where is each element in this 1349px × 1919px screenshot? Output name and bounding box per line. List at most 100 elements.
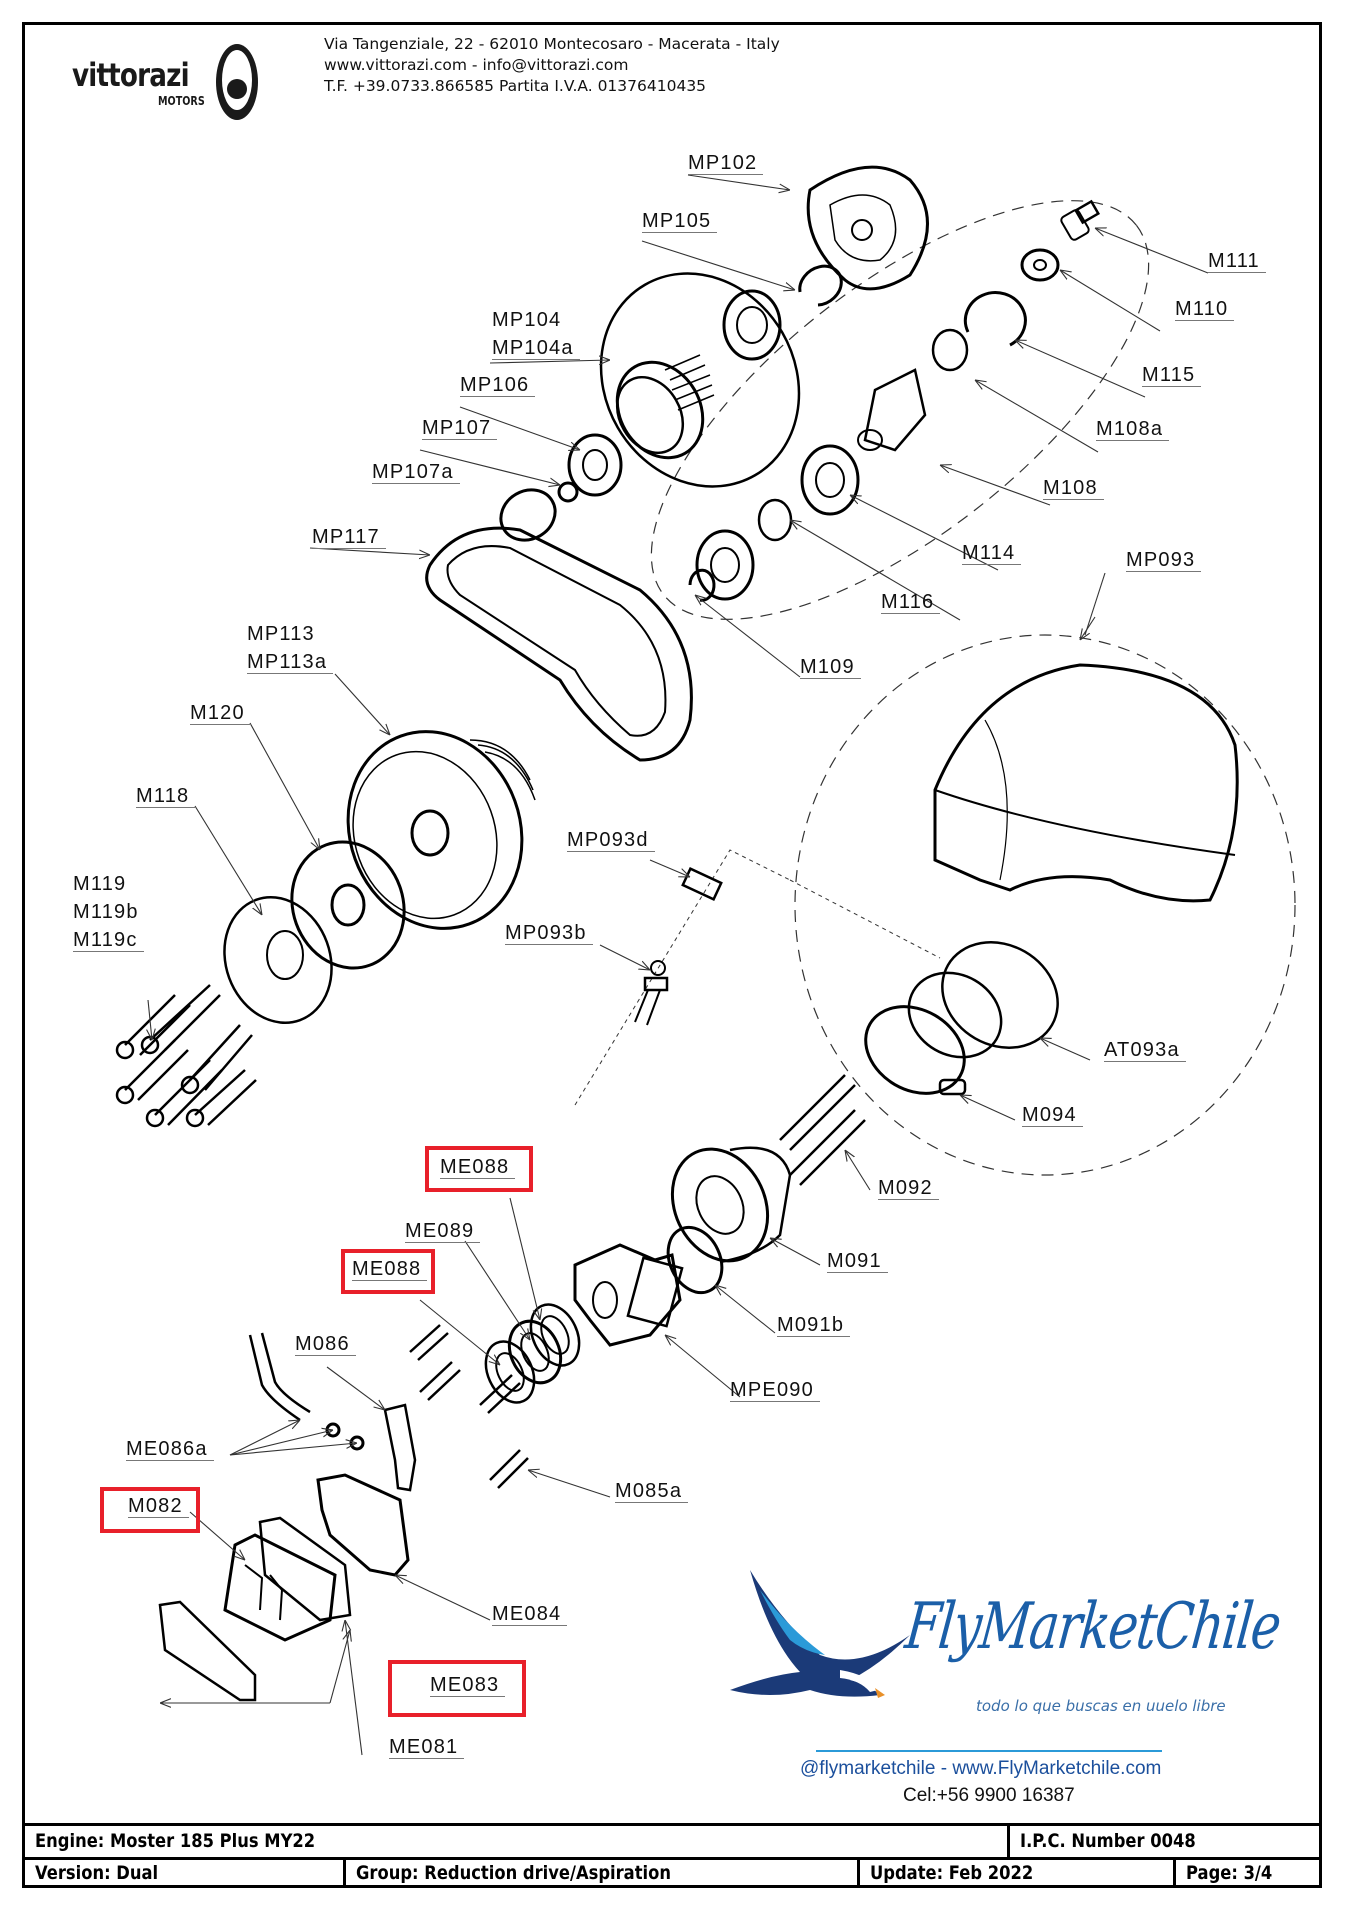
label-mp107: MP107 xyxy=(422,417,498,440)
label-mp113a: MP113a xyxy=(247,651,334,674)
contact-line: www.vittorazi.com - info@vittorazi.com xyxy=(324,56,629,74)
part-mp106-bearing xyxy=(567,433,623,497)
company-address: Via Tangenziale, 22 - 62010 Montecosaro … xyxy=(324,34,780,97)
part-mp107-circlip xyxy=(557,481,579,503)
part-mp105-circlip xyxy=(798,264,843,307)
label-m109: M109 xyxy=(800,656,861,679)
part-m086-bracket xyxy=(383,1403,417,1492)
vittorazi-logo: vittorazi MOTORS xyxy=(72,42,272,120)
tax-line: T.F. +39.0733.866585 Partita I.V.A. 0137… xyxy=(324,77,707,95)
part-mp113-pulley xyxy=(346,730,536,930)
part-bearing-lower xyxy=(695,529,755,601)
update-text: Update: Feb 2022 xyxy=(870,1862,1034,1884)
label-mp113: MP113 xyxy=(247,623,315,645)
part-me081-gasket xyxy=(158,1600,257,1702)
label-m091: M091 xyxy=(827,1250,888,1273)
label-mp107a: MP107a xyxy=(372,461,460,484)
label-me086a: ME086a xyxy=(126,1438,214,1461)
part-m085a-screws xyxy=(409,1324,529,1489)
engine-text: Engine: Moster 185 Plus MY22 xyxy=(35,1830,316,1852)
ipc-number-cell: I.P.C. Number 0048 xyxy=(1007,1826,1319,1857)
part-me083-plate xyxy=(258,1516,352,1622)
label-me081: ME081 xyxy=(389,1736,465,1759)
part-m119-screws xyxy=(115,984,257,1128)
part-mp093b-stud xyxy=(634,960,669,1026)
watermark-tagline: todo lo que buscas en uuelo libre xyxy=(976,1697,1226,1715)
label-mp104: MP104 xyxy=(492,309,562,331)
label-me083: ME083 xyxy=(430,1674,506,1697)
part-mp117-belt xyxy=(425,526,693,762)
label-m091b: M091b xyxy=(777,1314,851,1337)
address-line: Via Tangenziale, 22 - 62010 Montecosaro … xyxy=(324,35,780,53)
highlight-box-me088-lower xyxy=(341,1249,435,1294)
part-at093a-adapter xyxy=(907,941,1059,1059)
part-m091b-oring xyxy=(666,1225,724,1295)
eagle-logo-icon xyxy=(730,1570,910,1698)
part-mp093d-bushing xyxy=(681,866,723,902)
part-mp104-drum xyxy=(599,272,801,488)
label-m114: M114 xyxy=(962,542,1022,565)
highlight-box-m082 xyxy=(100,1487,200,1533)
airbox-axis-line xyxy=(574,849,791,1106)
part-m108a-ring xyxy=(931,328,969,372)
group-cell: Group: Reduction drive/Aspiration xyxy=(343,1858,857,1888)
label-mp105: MP105 xyxy=(642,210,718,233)
label-m108: M108 xyxy=(1043,477,1104,500)
highlight-box-me083 xyxy=(388,1660,526,1717)
highlight-box-me088-upper xyxy=(425,1146,533,1192)
label-me088-lower: ME088 xyxy=(352,1258,428,1281)
label-m110: M110 xyxy=(1175,298,1235,321)
label-mp117: MP117 xyxy=(312,526,386,549)
label-m111: M111 xyxy=(1208,250,1266,273)
label-m108a: M108a xyxy=(1096,418,1170,441)
part-m108-shaft xyxy=(857,368,927,452)
label-m094: M094 xyxy=(1022,1104,1083,1127)
label-mp106: MP106 xyxy=(460,374,536,397)
airbox-group-outline xyxy=(794,634,1296,1176)
label-me088-upper: ME088 xyxy=(440,1156,516,1179)
watermark-brand: FlyMarketChile xyxy=(901,1590,1284,1664)
title-block-row-2: Version: Dual Group: Reduction drive/Asp… xyxy=(25,1858,1319,1888)
part-me084-manifold xyxy=(316,1473,410,1577)
vittorazi-emblem-icon xyxy=(216,44,258,120)
label-m085a: M085a xyxy=(615,1480,689,1503)
label-me084: ME084 xyxy=(492,1603,568,1626)
leader-lines xyxy=(148,174,1209,1756)
label-m119c: M119c xyxy=(73,929,144,952)
label-m115: M115 xyxy=(1142,364,1202,387)
part-mp107a-ring xyxy=(499,488,557,542)
part-m109-circlip xyxy=(688,568,716,602)
part-m092-screws xyxy=(779,1074,866,1186)
group-text: Group: Reduction drive/Aspiration xyxy=(356,1862,671,1884)
label-m119: M119 xyxy=(73,873,127,895)
part-me088-gasket-lower xyxy=(484,1340,536,1404)
title-block-row-1: Engine: Moster 185 Plus MY22 I.P.C. Numb… xyxy=(25,1826,1319,1860)
part-m120-flange xyxy=(290,840,406,970)
update-cell: Update: Feb 2022 xyxy=(857,1858,1173,1888)
part-me088-gasket-upper xyxy=(529,1303,581,1367)
watermark-links: @flymarketchile - www.FlyMarketchile.com xyxy=(800,1758,1162,1779)
label-m116: M116 xyxy=(881,591,941,614)
label-mp102: MP102 xyxy=(688,152,764,175)
watermark-divider xyxy=(816,1750,1162,1752)
part-mp102-clutch xyxy=(806,165,929,291)
part-m091-spacer xyxy=(670,1146,792,1264)
label-m082: M082 xyxy=(128,1495,189,1518)
label-m118: M118 xyxy=(136,785,196,808)
flymarketchile-watermark: FlyMarketChile todo lo que buscas en uue… xyxy=(720,1560,1284,1810)
page-text: Page: 3/4 xyxy=(1186,1862,1273,1884)
title-block: Engine: Moster 185 Plus MY22 I.P.C. Numb… xyxy=(22,1823,1322,1888)
part-m115-circlip xyxy=(963,291,1027,347)
ipc-number-text: I.P.C. Number 0048 xyxy=(1020,1830,1196,1852)
label-mpe090: MPE090 xyxy=(730,1379,820,1402)
label-me089: ME089 xyxy=(405,1220,481,1243)
label-mp093b: MP093b xyxy=(505,922,593,945)
page-cell: Page: 3/4 xyxy=(1173,1858,1319,1888)
part-m110-washer xyxy=(1020,248,1060,282)
label-m119b: M119b xyxy=(73,901,139,923)
version-cell: Version: Dual xyxy=(25,1858,343,1888)
watermark-phone: Cel:+56 9900 16387 xyxy=(903,1785,1075,1806)
logo-subtitle: MOTORS xyxy=(158,94,205,108)
label-m120: M120 xyxy=(190,702,251,725)
